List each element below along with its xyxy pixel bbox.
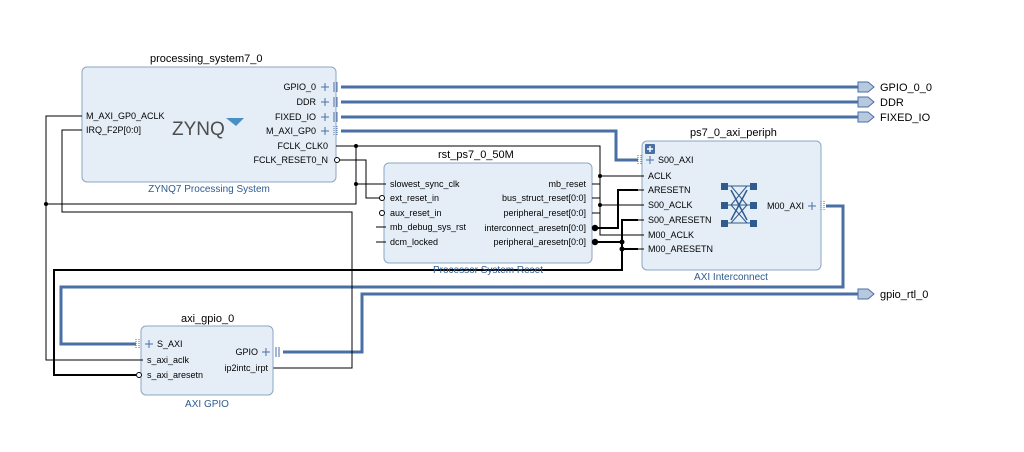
plus-icon[interactable] [321, 127, 329, 135]
port-m00-axi: M00_AXI [767, 201, 804, 211]
external-port-gpio-0-0[interactable]: GPIO_0_0 [857, 81, 932, 94]
net-interconnect-aresetn[interactable] [598, 189, 638, 229]
bus-m-axi-gp0[interactable] [341, 129, 638, 162]
port-bus-struct-reset: bus_struct_reset[0:0] [502, 193, 586, 203]
net-peripheral-aresetn-gpio[interactable] [53, 249, 623, 376]
port-fclk-reset0-n: FCLK_RESET0_N [253, 155, 328, 165]
svg-text:FIXED_IO: FIXED_IO [880, 112, 931, 124]
external-port-gpio-rtl-0[interactable]: gpio_rtl_0 [857, 288, 928, 301]
port-m00-aresetn: M00_ARESETN [648, 244, 713, 254]
port-s00-aresetn: S00_ARESETN [648, 215, 712, 225]
plus-icon[interactable] [321, 83, 329, 91]
block-subtitle: AXI Interconnect [694, 272, 768, 283]
port-ddr: DDR [297, 97, 317, 107]
svg-text:ZYNQ: ZYNQ [172, 119, 225, 140]
port-slowest-sync-clk: slowest_sync_clk [390, 179, 460, 189]
zynq-logo: ZYNQ [172, 118, 244, 140]
port-fclk-clk0: FCLK_CLK0 [277, 141, 328, 151]
external-port-fixed-io[interactable]: FIXED_IO [857, 111, 931, 124]
plus-icon[interactable] [145, 340, 153, 348]
expand-button[interactable] [645, 144, 655, 154]
block-processing-system7[interactable]: processing_system7_0 ZYNQ7 Processing Sy… [70, 53, 346, 195]
net-ip2intc-irpt[interactable] [61, 129, 353, 369]
plus-icon[interactable] [808, 202, 816, 210]
port-dcm-locked: dcm_locked [390, 237, 438, 247]
port-ip2intc-irpt: ip2intc_irpt [224, 363, 268, 373]
block-rst-ps7[interactable]: rst_ps7_0_50M Processor System Reset slo… [376, 149, 600, 276]
block-subtitle: ZYNQ7 Processing System [148, 184, 270, 195]
crossbar-icon [721, 183, 757, 227]
net-clk-to-ps7[interactable] [45, 115, 78, 204]
port-m00-aclk: M00_ACLK [648, 230, 694, 240]
port-s-axi-aclk: s_axi_aclk [147, 355, 190, 365]
signal-connections [45, 115, 638, 376]
block-axi-gpio[interactable]: axi_gpio_0 AXI GPIO S_AXI s_axi_aclk s_a… [135, 313, 280, 410]
port-irq-f2p: IRQ_F2P[0:0] [86, 125, 141, 135]
external-port-ddr[interactable]: DDR [857, 96, 904, 109]
port-ext-reset-in: ext_reset_in [390, 193, 439, 203]
port-mb-debug-sys-rst: mb_debug_sys_rst [390, 222, 467, 232]
port-s00-axi: S00_AXI [658, 155, 694, 165]
port-aux-reset-in: aux_reset_in [390, 208, 442, 218]
net-peripheral-aresetn-m00[interactable] [621, 242, 638, 250]
port-mb-reset: mb_reset [548, 179, 586, 189]
plus-icon[interactable] [262, 348, 270, 356]
port-aclk: ACLK [648, 171, 672, 181]
port-peripheral-aresetn: peripheral_aresetn[0:0] [493, 237, 586, 247]
svg-text:GPIO_0_0: GPIO_0_0 [880, 82, 932, 94]
net-fclk-clk0[interactable] [336, 145, 384, 185]
block-instance-name: rst_ps7_0_50M [438, 149, 514, 161]
port-m-axi-gp0: M_AXI_GP0 [266, 126, 316, 136]
port-aresetn: ARESETN [648, 185, 691, 195]
port-s-axi: S_AXI [157, 339, 183, 349]
port-gpio: GPIO [235, 347, 258, 357]
svg-text:DDR: DDR [880, 97, 904, 109]
bus-connections [59, 85, 858, 354]
block-subtitle: AXI GPIO [185, 399, 229, 410]
svg-text:gpio_rtl_0: gpio_rtl_0 [880, 289, 928, 301]
plus-icon[interactable] [321, 113, 329, 121]
port-fixed-io: FIXED_IO [275, 112, 316, 122]
port-gpio-0: GPIO_0 [283, 82, 316, 92]
junction-dots [44, 144, 625, 252]
port-interconnect-aresetn: interconnect_aresetn[0:0] [484, 223, 586, 233]
net-peripheral-aresetn[interactable] [598, 219, 638, 243]
bus-m00-axi[interactable] [59, 204, 845, 346]
block-instance-name: processing_system7_0 [150, 53, 263, 65]
block-subtitle: Processor System Reset [433, 265, 543, 276]
bus-gpio-rtl[interactable] [283, 292, 858, 354]
block-axi-interconnect[interactable]: ps7_0_axi_periph AXI Interconnect S00_AX… [637, 127, 825, 283]
block-instance-name: ps7_0_axi_periph [690, 127, 777, 139]
port-m-axi-gp0-aclk: M_AXI_GP0_ACLK [86, 111, 165, 121]
port-peripheral-reset: peripheral_reset[0:0] [503, 208, 586, 218]
plus-icon[interactable] [646, 156, 654, 164]
net-clk-to-m00-aclk[interactable] [356, 145, 638, 236]
port-s-axi-aresetn: s_axi_aresetn [147, 370, 203, 380]
plus-icon[interactable] [321, 98, 329, 106]
net-fclk-reset0-n[interactable] [340, 159, 384, 199]
port-s00-aclk: S00_ACLK [648, 200, 693, 210]
block-instance-name: axi_gpio_0 [181, 313, 234, 325]
